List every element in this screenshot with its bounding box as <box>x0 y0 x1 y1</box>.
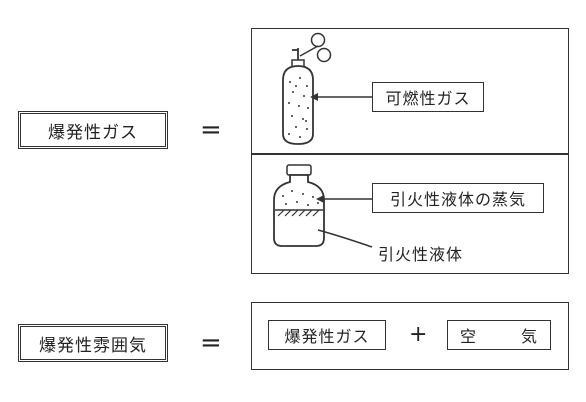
flammable-liquid-callout: 引火性液体 <box>378 245 464 264</box>
plus-sign: + <box>409 322 428 347</box>
bottom-explosive-gas-label: 爆発性ガス <box>284 327 370 346</box>
gas-cylinder-icon <box>282 32 332 145</box>
explosive-gas-label: 爆発性ガス <box>48 122 138 143</box>
sources-frame <box>251 28 569 274</box>
air-box: 空 気 <box>447 320 551 350</box>
liquid-pointer <box>317 229 373 248</box>
explosive-atmosphere-label-box: 爆発性雰囲気 <box>18 324 168 362</box>
explosive-atmosphere-frame <box>251 302 569 370</box>
vapor-arrow <box>316 195 372 203</box>
flammable-gas-callout-box: 可燃性ガス <box>372 82 484 112</box>
air-char-1: 空 <box>460 327 478 346</box>
panel-divider <box>251 153 569 155</box>
vapor-callout-box: 引火性液体の蒸気 <box>372 183 544 213</box>
explosive-gas-label-box: 爆発性ガス <box>18 111 168 149</box>
vapor-callout: 引火性液体の蒸気 <box>389 190 526 209</box>
bottom-explosive-gas-box: 爆発性ガス <box>268 320 386 350</box>
equals-sign-bottom: = <box>200 328 222 358</box>
flammable-gas-callout: 可燃性ガス <box>385 89 471 108</box>
flammable-gas-arrow <box>310 93 372 101</box>
explosive-atmosphere-label: 爆発性雰囲気 <box>39 335 147 356</box>
air-char-2: 気 <box>520 327 538 346</box>
liquid-bottle-icon <box>273 164 325 247</box>
equals-sign-top: = <box>200 115 222 145</box>
